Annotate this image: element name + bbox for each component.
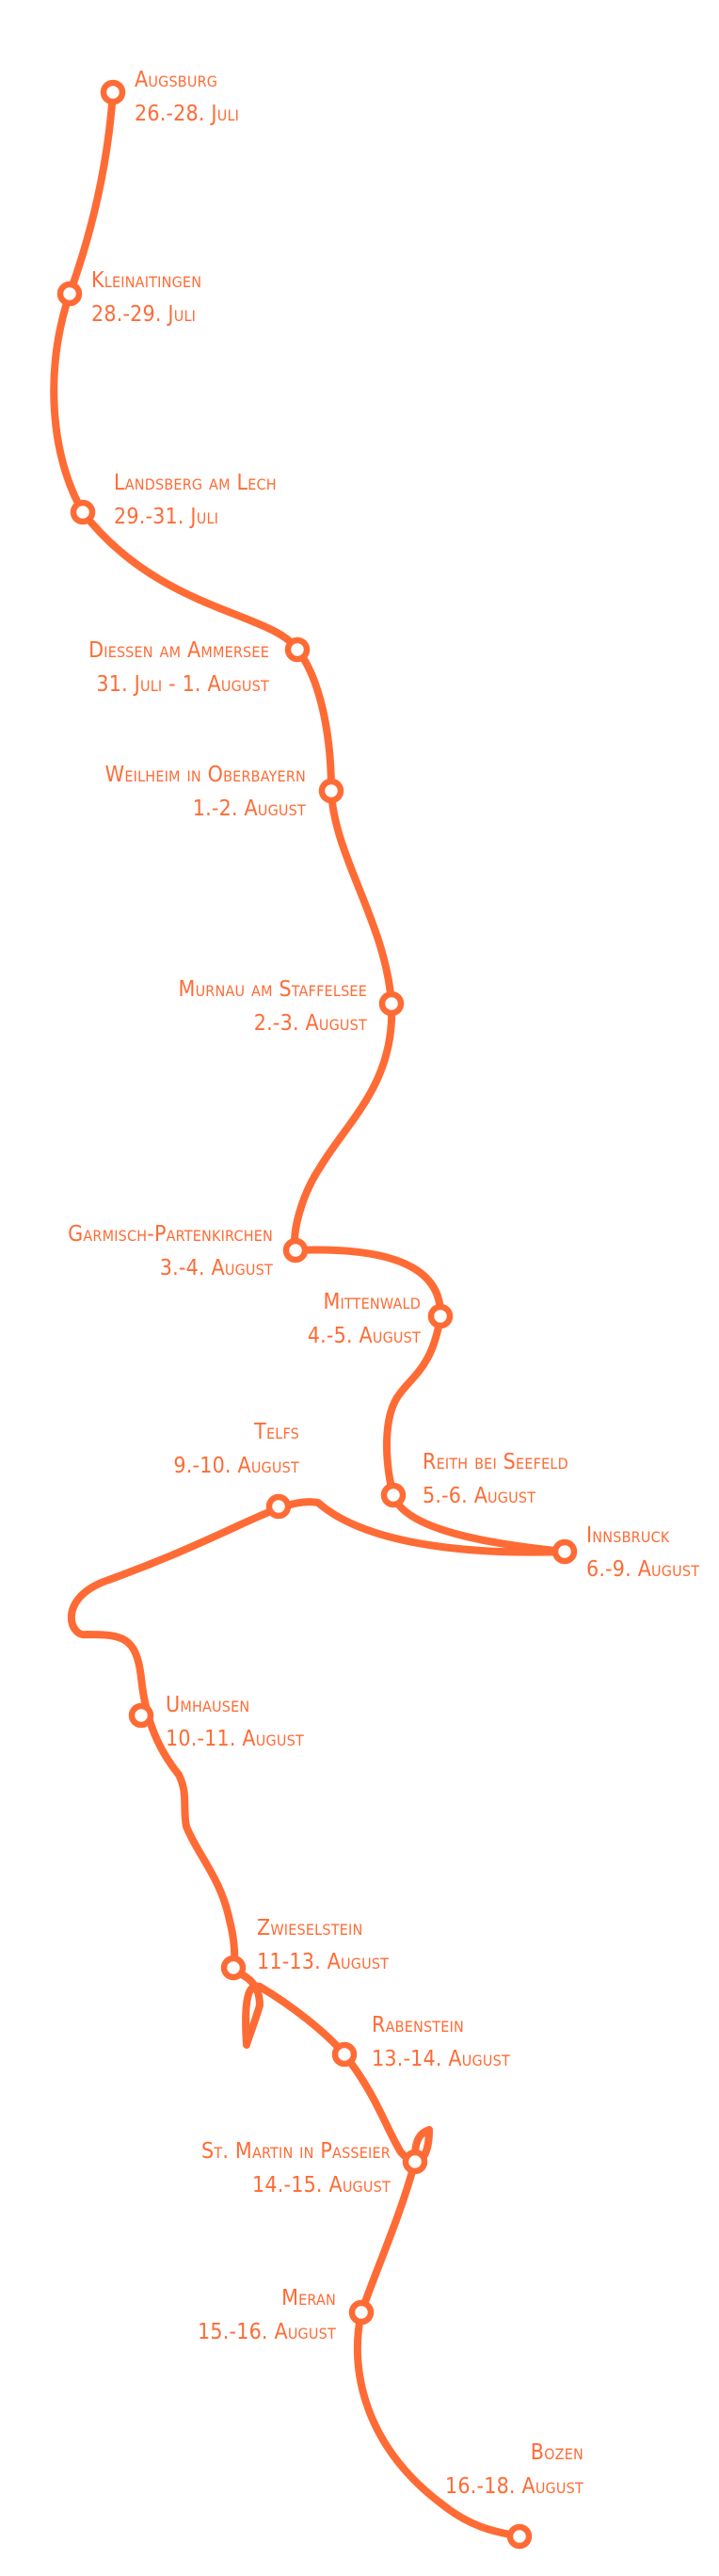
stop-marker xyxy=(427,1303,454,1329)
stop-dates: 3.-4. August xyxy=(160,1256,273,1280)
stop-dates: 2.-3. August xyxy=(254,1011,367,1036)
stop-name: Meran xyxy=(281,2286,336,2310)
stop-name: Umhausen xyxy=(166,1693,249,1717)
stop-dates: 1.-2. August xyxy=(193,797,306,821)
stop-dates: 29.-31. Juli xyxy=(114,505,218,529)
stop-marker xyxy=(551,1538,578,1565)
stop-marker xyxy=(378,990,405,1017)
stop-dates: 26.-28. Juli xyxy=(135,102,239,126)
stop-dates: 11-13. August xyxy=(257,1950,389,1974)
stop-telfs: Telfs 9.-10. August xyxy=(173,1420,299,1520)
stop-marker xyxy=(100,79,126,105)
stop-name: Reith bei Seefeld xyxy=(423,1450,568,1474)
stop-meran: Meran 15.-16. August xyxy=(198,2286,375,2344)
stop-marker xyxy=(220,1955,247,1981)
stop-name: St. Martin in Passeier xyxy=(201,2139,391,2164)
stop-marker xyxy=(380,1482,407,1508)
stop-dates: 4.-5. August xyxy=(308,1324,421,1348)
stop-name: Telfs xyxy=(253,1420,299,1444)
stop-landsberg: Landsberg am Lech 29.-31. Juli xyxy=(70,471,277,529)
stop-augsburg: Augsburg 26.-28. Juli xyxy=(100,68,239,126)
stop-name: Rabenstein xyxy=(372,2013,464,2037)
stop-reith: Reith bei Seefeld 5.-6. August xyxy=(380,1450,568,1508)
stop-rabenstein: Rabenstein 13.-14. August xyxy=(331,2013,510,2071)
stop-dates: 9.-10. August xyxy=(173,1454,299,1478)
stop-weilheim: Weilheim in Oberbayern 1.-2. August xyxy=(105,763,344,821)
stop-marker xyxy=(282,1237,309,1264)
stop-innsbruck: Innsbruck 6.-9. August xyxy=(551,1523,699,1582)
stop-marker xyxy=(506,2523,533,2550)
stop-dates: 15.-16. August xyxy=(198,2320,336,2344)
stop-name: Mittenwald xyxy=(323,1290,421,1314)
stop-name: Dießen am Ammersee xyxy=(88,638,269,663)
stop-marker xyxy=(70,499,96,525)
stop-name: Landsberg am Lech xyxy=(114,471,277,495)
stop-marker xyxy=(128,1702,154,1729)
stop-diessen: Dießen am Ammersee 31. Juli - 1. August xyxy=(88,636,311,697)
stop-dates: 6.-9. August xyxy=(586,1557,699,1582)
stop-umhausen: Umhausen 10.-11. August xyxy=(128,1693,304,1751)
stop-marker xyxy=(56,281,83,307)
stop-name: Kleinaitingen xyxy=(91,268,201,293)
stop-zwieselstein: Zwieselstein 11-13. August xyxy=(220,1916,389,1981)
stop-bozen: Bozen 16.-18. August xyxy=(445,2440,583,2550)
route-line xyxy=(50,89,568,2540)
stop-dates: 28.-29. Juli xyxy=(91,302,196,327)
stop-dates: 31. Juli - 1. August xyxy=(96,672,269,697)
stop-marker xyxy=(348,2299,375,2326)
stop-marker xyxy=(402,2149,428,2175)
stop-name: Weilheim in Oberbayern xyxy=(105,763,306,787)
stop-name: Innsbruck xyxy=(586,1523,670,1548)
stop-name: Augsburg xyxy=(135,68,217,92)
stop-marker xyxy=(318,778,344,804)
stop-dates: 16.-18. August xyxy=(445,2474,583,2499)
stop-name: Bozen xyxy=(531,2440,583,2465)
stop-dates: 5.-6. August xyxy=(423,1484,535,1508)
stop-name: Garmisch-Partenkirchen xyxy=(68,1222,273,1247)
stop-marker xyxy=(284,636,311,663)
stop-dates: 14.-15. August xyxy=(252,2173,391,2198)
stop-name: Murnau am Staffelsee xyxy=(179,977,367,1002)
stop-murnau: Murnau am Staffelsee 2.-3. August xyxy=(179,977,405,1036)
stop-mittenwald: Mittenwald 4.-5. August xyxy=(308,1290,454,1348)
stop-dates: 13.-14. August xyxy=(372,2047,510,2071)
stop-name: Zwieselstein xyxy=(257,1916,362,1940)
stop-dates: 10.-11. August xyxy=(166,1727,304,1751)
stop-garmisch: Garmisch-Partenkirchen 3.-4. August xyxy=(68,1222,309,1280)
stop-marker xyxy=(265,1493,292,1520)
stop-marker xyxy=(331,2041,358,2068)
stop-kleinaitingen: Kleinaitingen 28.-29. Juli xyxy=(56,268,201,327)
stop-st-martin: St. Martin in Passeier 14.-15. August xyxy=(201,2139,428,2198)
